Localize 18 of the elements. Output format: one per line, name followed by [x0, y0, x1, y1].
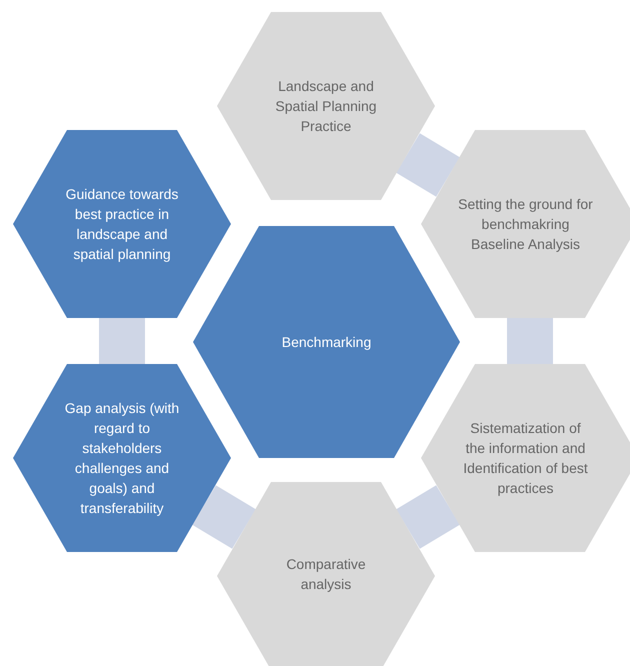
hexagon-step: [13, 364, 231, 552]
step-label: Guidance towards best practice in landscape and spatial planning: [64, 185, 180, 264]
hexagon-step: [193, 226, 460, 458]
hexagon-step: [421, 130, 630, 318]
step-label: Landscape and Spatial Planning Practice: [274, 77, 378, 136]
hexagon-step: [217, 12, 435, 200]
step-label: Sistematization of the information and Identification of best practices: [462, 419, 589, 498]
step-label: Gap analysis (with regard to stakeholders challenges and goals) and transferability: [64, 399, 180, 518]
connector-band: [396, 133, 460, 197]
step-label: Comparative analysis: [285, 555, 367, 594]
step-label: Setting the ground for benchmakring Baseline Analysis: [458, 195, 593, 254]
connector-band: [507, 318, 553, 364]
step-label: Benchmarking: [280, 333, 372, 352]
hexagon-step: [13, 130, 231, 318]
connector-band: [192, 485, 256, 549]
hexagon-step: [217, 482, 435, 666]
hexagon-step: [421, 364, 630, 552]
connector-band: [396, 485, 460, 549]
